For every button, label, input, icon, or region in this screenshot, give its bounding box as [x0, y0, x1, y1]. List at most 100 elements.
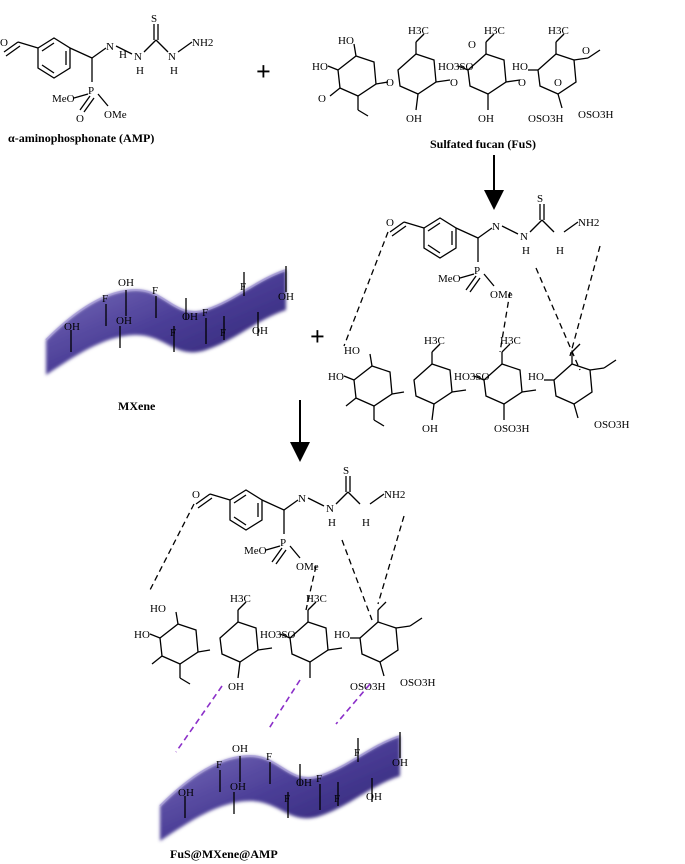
mxene-atom: F — [354, 747, 360, 759]
fus-molecule: HO HO O O OH H3C O HO3SO O OH H3C O HO O… — [312, 25, 614, 125]
amp-molecule: O N H N H S N H NH2 P MeO O OMe — [0, 13, 213, 125]
fus-atom: HO — [338, 35, 354, 47]
fus-atom: HO — [334, 629, 350, 641]
amp-atom: N — [134, 51, 142, 63]
fus-atom: HO — [344, 345, 360, 357]
amp-atom: N — [520, 231, 528, 243]
amp-atom: H — [522, 245, 530, 257]
amp-atom: NH2 — [384, 489, 405, 501]
amp-atom: NH2 — [192, 37, 213, 49]
amp-atom: P — [280, 537, 286, 549]
amp-atom: OMe — [104, 109, 127, 121]
mxene-atom: F — [240, 281, 246, 293]
fus-atom: O — [554, 77, 562, 89]
mxene-atom: OH — [366, 791, 382, 803]
fus-atom: H3C — [548, 25, 569, 37]
fus-atom: OH — [422, 423, 438, 435]
fus-amp-complex: O N N H S H NH2 P MeO OMe HO HO H3C HO3S… — [328, 193, 630, 435]
fus-atom: HO — [528, 371, 544, 383]
fus-atom: O — [582, 45, 590, 57]
mxene-label: MXene — [118, 399, 156, 413]
fus-atom: HO — [512, 61, 528, 73]
amp-atom: H — [556, 245, 564, 257]
mxene-atom: F — [220, 327, 226, 339]
mxene-atom: OH — [392, 757, 408, 769]
fus-atom: H3C — [484, 25, 505, 37]
fus-label: Sulfated fucan (FuS) — [430, 137, 536, 151]
fus-atom: H3C — [306, 593, 327, 605]
product-label: FuS@MXene@AMP — [170, 847, 278, 861]
plus-sign: + — [256, 57, 271, 86]
mxene-atom: OH — [118, 277, 134, 289]
amp-atom: H — [136, 65, 144, 77]
amp-atom: N — [106, 41, 114, 53]
fus-atom: H3C — [424, 335, 445, 347]
plus-sign-2: + — [310, 322, 325, 351]
mxene-atom: OH — [232, 743, 248, 755]
mxene-atom: OH — [278, 291, 294, 303]
amp-atom: MeO — [244, 545, 267, 557]
mxene-atom: OH — [178, 787, 194, 799]
fus-atom: HO3SO — [454, 371, 490, 383]
amp-atom: OMe — [296, 561, 319, 573]
mxene-atom: F — [266, 751, 272, 763]
fus-atom: OSO3H — [594, 419, 630, 431]
fus-atom: HO — [134, 629, 150, 641]
amp-atom: N — [168, 51, 176, 63]
fus-atom: OH — [228, 681, 244, 693]
mxene-atom: OH — [296, 777, 312, 789]
amp-atom: O — [386, 217, 394, 229]
amp-atom: H — [328, 517, 336, 529]
amp-atom: P — [474, 265, 480, 277]
amp-atom: O — [0, 37, 8, 49]
mxene-atom: OH — [252, 325, 268, 337]
fus-atom: OSO3H — [494, 423, 530, 435]
fus-atom: HO3SO — [438, 61, 474, 73]
fus-atom: H3C — [230, 593, 251, 605]
amp-atom: O — [192, 489, 200, 501]
amp-atom: S — [151, 13, 157, 25]
mxene-sheet: OH F F OH F OH OH F OH F OH F — [46, 266, 294, 375]
mxene-atom: OH — [182, 311, 198, 323]
fus-atom: HO3SO — [260, 629, 296, 641]
mxene-atom: F — [170, 327, 176, 339]
amp-atom: OMe — [490, 289, 513, 301]
amp-atom: P — [88, 85, 94, 97]
fus-atom: OSO3H — [578, 109, 614, 121]
amp-atom: N — [326, 503, 334, 515]
mxene-atom: F — [216, 759, 222, 771]
fus-atom: OSO3H — [400, 677, 436, 689]
mxene-atom: F — [334, 793, 340, 805]
fus-atom: HO — [312, 61, 328, 73]
fus-atom: OH — [478, 113, 494, 125]
fus-atom: OSO3H — [528, 113, 564, 125]
fus-atom: O — [318, 93, 326, 105]
amp-atom: NH2 — [578, 217, 599, 229]
mxene-atom: F — [284, 793, 290, 805]
fus-atom: OH — [406, 113, 422, 125]
mxene-atom: F — [316, 773, 322, 785]
amp-atom: MeO — [52, 93, 75, 105]
mxene-atom: OH — [230, 781, 246, 793]
amp-atom: S — [537, 193, 543, 205]
fus-atom: O — [386, 77, 394, 89]
amp-atom: H — [119, 49, 127, 61]
mxene-atom: OH — [116, 315, 132, 327]
mxene-atom: F — [152, 285, 158, 297]
product-assembly: O N N H S H NH2 P MeO OMe HO HO H3C HO3S… — [134, 465, 436, 841]
amp-label: α-aminophosphonate (AMP) — [8, 131, 154, 145]
fus-atom: O — [450, 77, 458, 89]
amp-atom: N — [492, 221, 500, 233]
mxene-atom: F — [102, 293, 108, 305]
fus-atom: H3C — [500, 335, 521, 347]
amp-atom: O — [76, 113, 84, 125]
amp-atom: N — [298, 493, 306, 505]
amp-atom: S — [343, 465, 349, 477]
fus-atom: O — [468, 39, 476, 51]
fus-atom: O — [518, 77, 526, 89]
fus-atom: H3C — [408, 25, 429, 37]
mxene-atom: OH — [64, 321, 80, 333]
fus-atom: HO — [150, 603, 166, 615]
amp-atom: MeO — [438, 273, 461, 285]
